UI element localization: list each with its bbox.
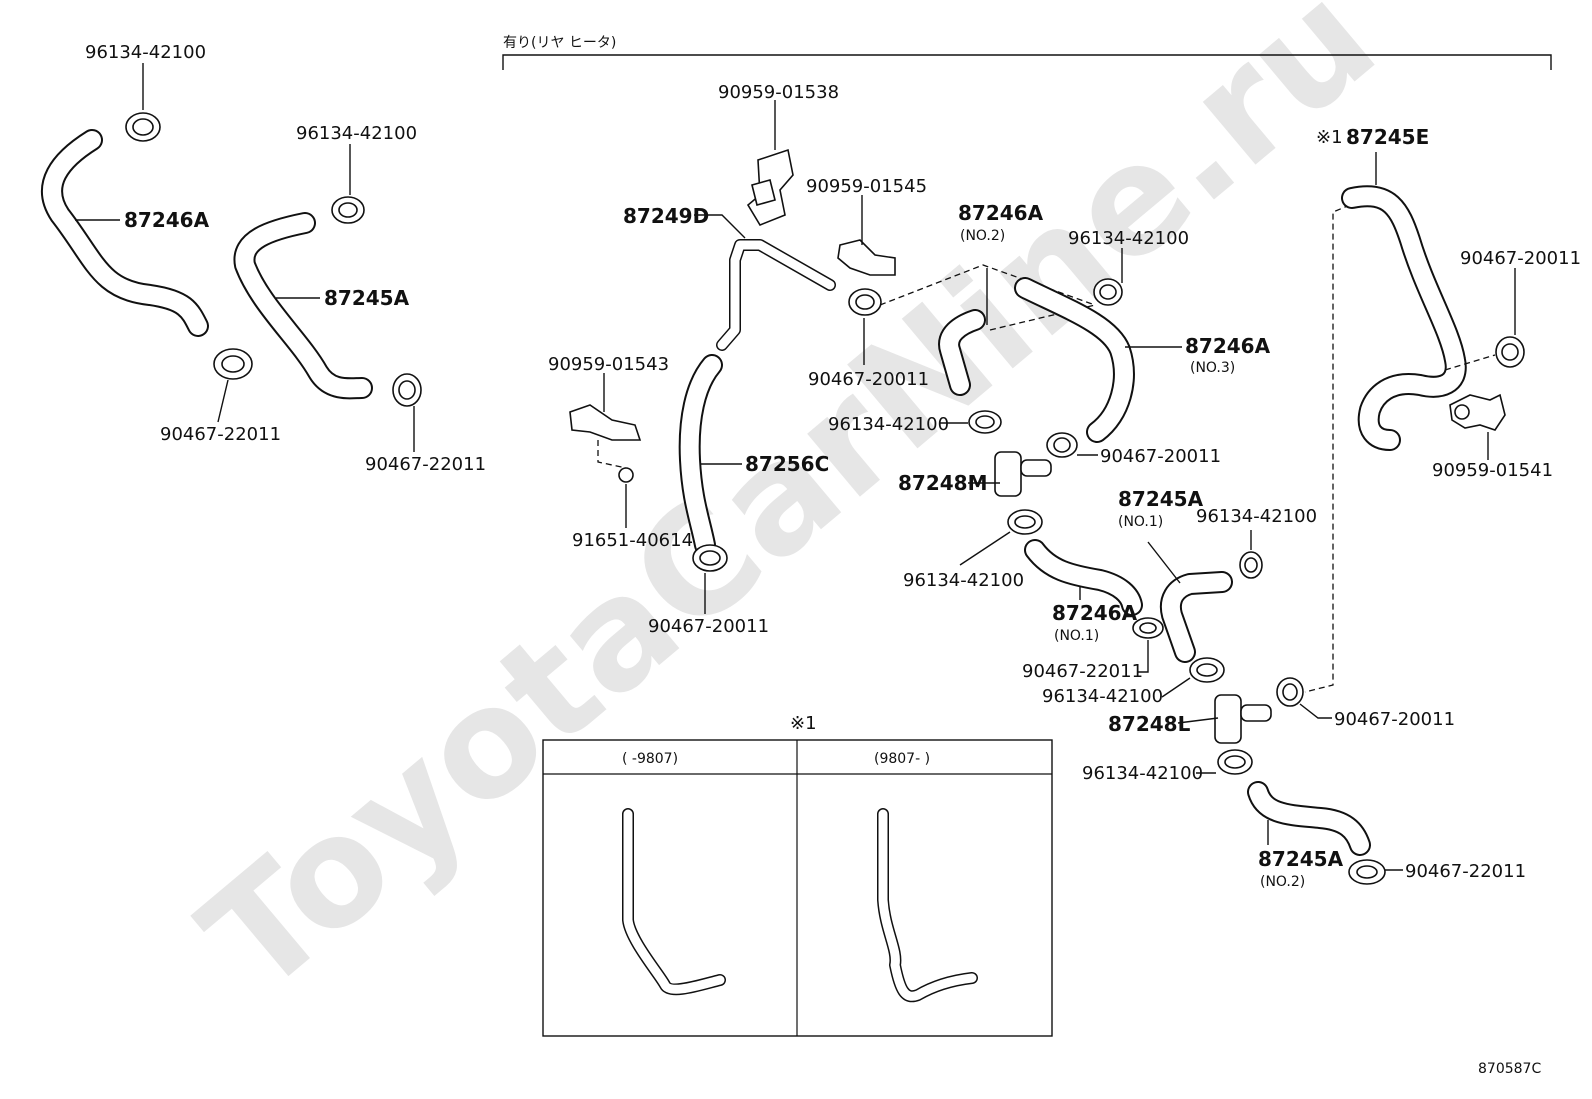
hose-87245e[interactable] <box>1341 185 1467 451</box>
label-87245e-mark: ※1 <box>1316 127 1343 148</box>
leader <box>959 531 1011 566</box>
clamp-96134-c1[interactable] <box>968 410 1002 434</box>
label-87245a: 87245A <box>324 286 410 310</box>
label-96134-42100: 96134-42100 <box>1082 763 1203 784</box>
bracket-label: 有り(リヤ ヒータ) <box>503 35 616 51</box>
leader <box>1177 717 1219 724</box>
hose-87246a-no2[interactable] <box>938 309 986 396</box>
joint-87248l[interactable] <box>1214 694 1272 744</box>
hose-87246a-no1[interactable] <box>1024 539 1143 616</box>
clamp-96134-c2[interactable] <box>1093 278 1123 306</box>
clamp-96134-left-2[interactable] <box>331 196 365 224</box>
clamp-90467-22011-c[interactable] <box>1132 617 1164 639</box>
hose-87256c[interactable] <box>678 354 723 556</box>
clamp-90467-22011-d[interactable] <box>1348 859 1386 885</box>
label-90959-01541: 90959-01541 <box>1432 460 1553 481</box>
clamp-96134-c3[interactable] <box>1007 509 1043 535</box>
label-90467-22011: 90467-22011 <box>365 454 486 475</box>
label-87248l: 87248L <box>1108 712 1191 736</box>
leader <box>1299 703 1332 719</box>
label-90467-20011: 90467-20011 <box>648 616 769 637</box>
label-90467-22011: 90467-22011 <box>160 424 281 445</box>
hose-87245a-no1[interactable] <box>1160 571 1233 663</box>
leader <box>1138 640 1149 673</box>
inset-hose-new <box>877 808 978 1003</box>
clamp-90467-20011-d[interactable] <box>1276 677 1304 707</box>
label-96134-42100: 96134-42100 <box>828 414 949 435</box>
label-87246a-no3: 87246A <box>1185 334 1271 358</box>
clamp-90467-20011-e[interactable] <box>1495 336 1525 368</box>
label-87248m: 87248M <box>898 471 987 495</box>
label-90959-01543: 90959-01543 <box>548 354 669 375</box>
inset-col-right: (9807- ) <box>874 751 930 767</box>
figure-code: 870587C <box>1478 1061 1541 1077</box>
clamp-90467-left-2[interactable] <box>392 373 422 407</box>
clamp-96134-c4[interactable] <box>1239 551 1263 579</box>
label-90467-20011: 90467-20011 <box>808 369 929 390</box>
pipe-87249d[interactable] <box>716 239 836 351</box>
clamp-96134-c6[interactable] <box>1217 749 1253 775</box>
leader <box>694 214 746 239</box>
joint-87248m[interactable] <box>994 451 1052 497</box>
clamp-90467-20011-c[interactable] <box>1046 432 1078 458</box>
inset-hose-old <box>622 808 726 996</box>
label-87245a-no2: 87245A <box>1258 847 1344 871</box>
label-87245a-no1: 87245A <box>1118 487 1204 511</box>
clamp-96134-c5[interactable] <box>1189 657 1225 683</box>
label-87256c: 87256C <box>745 452 829 476</box>
label-96134-42100: 96134-42100 <box>85 42 206 63</box>
hose-87245a-no2[interactable] <box>1247 781 1371 856</box>
dashed-guide <box>989 304 1096 331</box>
inset-mark: ※1 <box>790 713 817 734</box>
inset-col-left: ( -9807) <box>622 751 678 767</box>
label-87245a-no1-sub: (NO.1) <box>1118 514 1163 530</box>
label-87246a-no2: 87246A <box>958 201 1044 225</box>
leader <box>1147 541 1181 584</box>
clamp-90467-left-1[interactable] <box>213 348 253 380</box>
label-90467-22011: 90467-22011 <box>1022 661 1143 682</box>
label-96134-42100: 96134-42100 <box>1042 686 1163 707</box>
hose-87245a-left[interactable] <box>233 212 373 400</box>
hose-87246a-left[interactable] <box>41 129 209 337</box>
leader <box>1161 677 1191 698</box>
label-87245a-no2-sub: (NO.2) <box>1260 874 1305 890</box>
dashed-guide <box>1304 204 1351 693</box>
label-87246a-no3-sub: (NO.3) <box>1190 360 1235 376</box>
label-87246a-no1: 87246A <box>1052 601 1138 625</box>
label-96134-42100: 96134-42100 <box>1068 228 1189 249</box>
label-87246a: 87246A <box>124 208 210 232</box>
label-87246a-no2-sub: (NO.2) <box>960 228 1005 244</box>
label-96134-42100: 96134-42100 <box>1196 506 1317 527</box>
label-91651-40614: 91651-40614 <box>572 530 693 551</box>
leader <box>217 379 229 423</box>
label-87245e: 87245E <box>1346 125 1429 149</box>
label-87249d: 87249D <box>623 204 709 228</box>
clip-90959-01545[interactable] <box>837 239 896 276</box>
clip-90959-01541[interactable] <box>1449 393 1506 431</box>
label-96134-42100: 96134-42100 <box>903 570 1024 591</box>
dashed-guide <box>1444 354 1496 371</box>
rear-heater-bracket <box>502 54 1552 70</box>
label-96134-42100: 96134-42100 <box>296 123 417 144</box>
bracket-90959-01543[interactable] <box>569 404 642 441</box>
label-90467-20011: 90467-20011 <box>1100 446 1221 467</box>
bolt-91651-40614[interactable] <box>597 440 634 483</box>
hose-87246a-no3[interactable] <box>1014 277 1135 443</box>
clamp-90467-20011-a[interactable] <box>848 288 882 316</box>
label-90467-20011: 90467-20011 <box>1460 248 1581 269</box>
label-90959-01538: 90959-01538 <box>718 82 839 103</box>
label-87246a-no1-sub: (NO.1) <box>1054 628 1099 644</box>
clamp-90467-20011-b[interactable] <box>692 544 728 572</box>
label-90467-20011: 90467-20011 <box>1334 709 1455 730</box>
dashed-guide <box>879 264 1096 306</box>
label-90467-22011: 90467-22011 <box>1405 861 1526 882</box>
label-90959-01545: 90959-01545 <box>806 176 927 197</box>
clip-90959-01538[interactable] <box>746 148 794 226</box>
clamp-96134-left-top[interactable] <box>125 112 161 142</box>
